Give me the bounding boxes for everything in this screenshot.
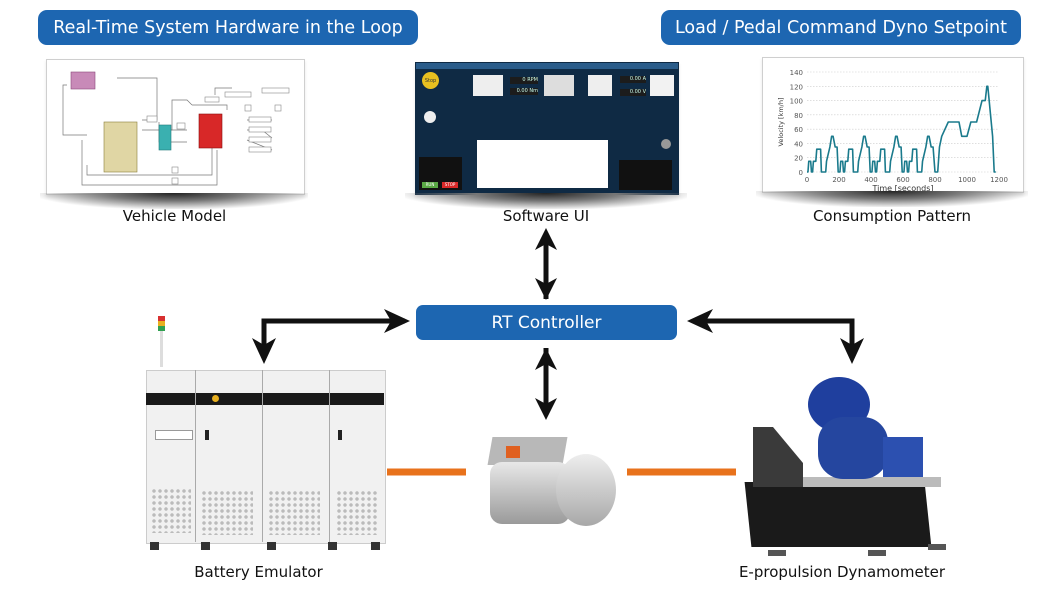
consumption-chart-caption: Consumption Pattern: [812, 207, 972, 225]
signal-tower-icon: [158, 316, 165, 370]
subsystem-block: [103, 121, 138, 173]
emergency-stop-icon: [212, 395, 219, 402]
dynamometer-caption: E-propulsion Dynamometer: [738, 563, 946, 581]
stop-indicator[interactable]: Stop: [422, 72, 439, 89]
subsystem-block: [158, 124, 172, 151]
software-ui-titlebar: [416, 63, 678, 69]
y-axis-label: Velocity [km/h]: [777, 97, 785, 146]
vehicle-model-diagram: [62, 71, 290, 186]
velocity-series-line: [807, 85, 996, 173]
dyno-thumbnail: [473, 75, 503, 96]
dyno-controller-arrow: [695, 318, 855, 355]
y-tick-label: 40: [794, 140, 803, 148]
subsystem-block: [70, 71, 96, 90]
dc-voltage-readout: 0.00 V: [620, 89, 646, 96]
arrowhead-left: [687, 309, 713, 333]
arrowhead-down: [840, 338, 864, 364]
e-motor-unit: [470, 432, 620, 542]
header-dyno-setpoint-label: Load / Pedal Command Dyno Setpoint: [661, 10, 1021, 45]
battery-thumbnail: [650, 75, 674, 96]
velocity-chart: 0 20 40 60 80 100 120 140 0 200 400 600 800 1000 1200T…: [777, 69, 1008, 193]
right-dial[interactable]: [661, 139, 671, 149]
x-tick-label: 200: [832, 176, 845, 184]
y-tick-label: 80: [794, 112, 803, 120]
arrowhead-down: [535, 398, 557, 420]
x-tick-label: 0: [805, 176, 809, 184]
vehicle-model-shadow: [40, 193, 308, 209]
inverter-thumbnail: [588, 75, 612, 96]
control-knob[interactable]: [424, 111, 436, 123]
battery-controller-arrow: [261, 318, 405, 355]
x-tick-label: 600: [896, 176, 909, 184]
torque-readout: 0.00 Nm: [510, 88, 538, 95]
connector-icon: [506, 446, 520, 458]
run-button[interactable]: RUN: [422, 182, 438, 188]
vehicle-model-caption: Vehicle Model: [122, 207, 227, 225]
battery-emulator-caption: Battery Emulator: [194, 563, 323, 581]
x-tick-label: 1200: [990, 176, 1008, 184]
vehicle-model-panel: [46, 59, 305, 195]
x-tick-label: 1000: [958, 176, 976, 184]
x-axis-label: Time [seconds]: [871, 184, 933, 192]
arrowhead-right: [384, 309, 410, 333]
stop-button[interactable]: STOP: [442, 182, 458, 188]
arrowhead-down: [535, 278, 557, 300]
battery-emulator: [146, 316, 386, 550]
y-tick-label: 20: [794, 155, 803, 163]
arrowhead-up: [535, 228, 557, 250]
y-tick-label: 100: [790, 98, 803, 106]
x-tick-label: 400: [864, 176, 877, 184]
plot-area: [477, 140, 608, 188]
subsystem-block: [198, 113, 223, 149]
software-ui-shadow: [405, 193, 687, 209]
header-hil-label: Real-Time System Hardware in the Loop: [38, 10, 418, 45]
consumption-chart-shadow: [756, 191, 1028, 207]
settings-panel: [619, 160, 672, 190]
door-handle-icon: [205, 430, 209, 440]
y-tick-label: 0: [799, 169, 803, 177]
e-propulsion-dynamometer: [744, 372, 948, 557]
software-ui-panel: Stop 0 RPM 0.00 Nm 0.00 A 0.00 V RUN STO…: [415, 62, 679, 195]
dc-current-readout: 0.00 A: [620, 76, 646, 83]
motor-thumbnail: [544, 75, 574, 96]
y-tick-label: 120: [790, 83, 803, 91]
door-handle-icon: [338, 430, 342, 440]
y-tick-label: 60: [794, 126, 803, 134]
arrowhead-up: [535, 348, 557, 370]
speed-readout: 0 RPM: [510, 77, 538, 84]
rt-controller-box: RT Controller: [416, 305, 677, 340]
y-tick-label: 140: [790, 69, 803, 77]
x-tick-label: 800: [928, 176, 941, 184]
software-ui-caption: Software UI: [502, 207, 590, 225]
arrowhead-down: [252, 338, 276, 364]
